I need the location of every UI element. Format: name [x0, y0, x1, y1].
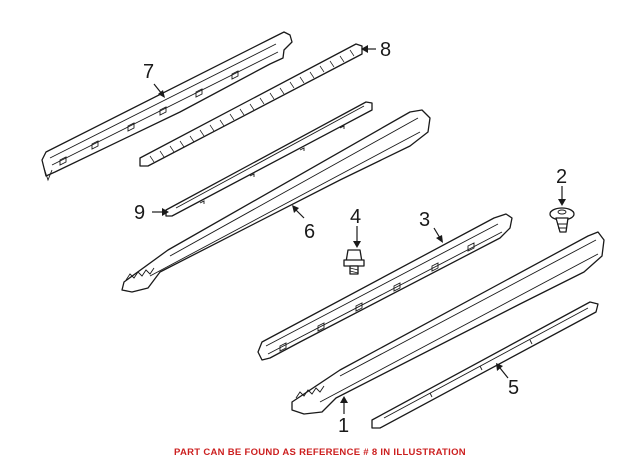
callout-4: 4: [350, 206, 361, 228]
part-5-sill-trim: [371, 301, 599, 429]
leader-lines: [152, 45, 566, 414]
callout-2: 2: [556, 166, 567, 188]
part-9-trim-strip: [165, 101, 373, 217]
callout-5: 5: [508, 377, 519, 399]
part-8-seal-strip: [139, 43, 363, 167]
callout-9: 9: [134, 202, 145, 224]
part-1-rocker-panel: [291, 231, 605, 415]
part-6-rocker-panel: [121, 109, 431, 293]
callout-3: 3: [419, 209, 430, 231]
callout-6: 6: [304, 221, 315, 243]
callout-numbers: 7 8 9 6 3 4 2 1 5: [134, 39, 567, 437]
callout-8: 8: [380, 39, 391, 61]
part-7-moulding-bracket: [41, 31, 293, 182]
callout-7: 7: [143, 61, 154, 83]
part-2-push-clip: [549, 207, 575, 233]
part-3-moulding-bracket: [257, 213, 513, 361]
callout-1: 1: [338, 415, 349, 437]
reference-caption: PART CAN BE FOUND AS REFERENCE # 8 IN IL…: [174, 447, 466, 458]
part-4-bolt: [343, 249, 365, 275]
